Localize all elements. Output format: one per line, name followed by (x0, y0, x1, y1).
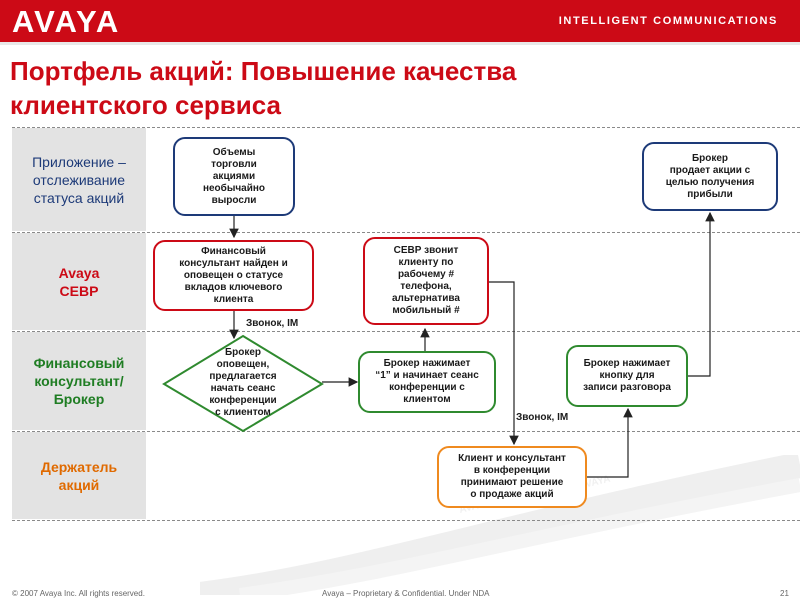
lane-divider (12, 520, 800, 521)
lane-divider (12, 127, 800, 128)
edge-label-call-im: Звонок, IM (516, 412, 569, 423)
node-client-decision: Клиент и консультант в конференции прини… (437, 446, 587, 508)
lane-label-app: Приложение – отслеживание статуса акций (12, 128, 146, 231)
node-broker-notified: Брокер оповещен, предлагается начать сеа… (209, 347, 277, 418)
lane-divider (12, 431, 800, 432)
node-broker-record: Брокер нажимает кнопку для записи разгов… (566, 345, 688, 407)
lane-label-shareholder: Держатель акций (12, 432, 146, 519)
lane-divider (12, 331, 800, 332)
lane-label-broker: Финансовый консультант/ Брокер (12, 332, 146, 430)
avaya-logo: AVAYA (12, 4, 121, 39)
header-divider (0, 42, 800, 45)
node-trading-volumes: Объемы торговли акциями необычайно вырос… (173, 137, 295, 216)
node-sevr-calls-client: СЕВР звонит клиенту по рабочему # телефо… (363, 237, 489, 325)
footer-copyright: © 2007 Avaya Inc. All rights reserved. (12, 589, 145, 598)
footer-confidential: Avaya – Proprietary & Confidential. Unde… (322, 589, 490, 598)
node-broker-presses-1: Брокер нажимает “1” и начинает сеанс кон… (358, 351, 496, 413)
page-title: Портфель акций: Повышение качества клиен… (10, 56, 517, 120)
decision-diamond (162, 334, 324, 433)
node-consultant-found: Финансовый консультант найден и оповещен… (153, 240, 314, 311)
node-broker-sells: Брокер продает акции с целью получения п… (642, 142, 778, 211)
lane-divider (12, 232, 800, 233)
header-tagline: INTELLIGENT COMMUNICATIONS (558, 15, 778, 27)
header-bar: AVAYA INTELLIGENT COMMUNICATIONS (0, 0, 800, 42)
lane-label-sevr: Avaya СЕВР (12, 233, 146, 330)
page-number: 21 (780, 589, 789, 598)
edge-label-call-im: Звонок, IM (246, 318, 299, 329)
